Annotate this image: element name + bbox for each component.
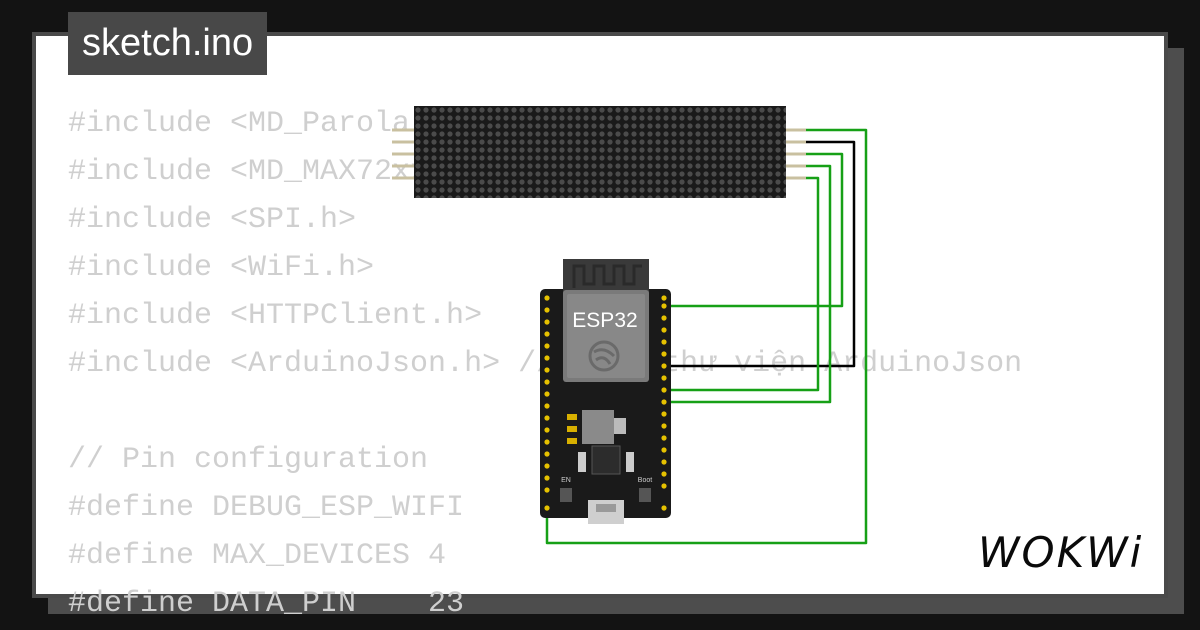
wire-cs <box>664 164 832 404</box>
matrix-left-pins <box>392 128 414 180</box>
boot-label: Boot <box>638 477 652 484</box>
project-card[interactable]: #include <MD_Parola.h>#include <MD_MAX72… <box>32 32 1168 621</box>
code-line: // Pin configuration <box>68 443 429 477</box>
code-line: #define MAX_DEVICES 4 <box>68 539 447 573</box>
antenna <box>563 259 649 293</box>
wire-vcc <box>545 128 868 545</box>
code-line: #include <HTTPClient.h> <box>68 299 483 333</box>
wire-din <box>664 152 844 308</box>
esp32-board[interactable]: ESP32 EN Boot <box>540 259 671 524</box>
en-label: EN <box>561 477 571 484</box>
led-matrix[interactable] <box>392 106 806 198</box>
circuit-diagram: ESP32 EN Boot <box>392 106 868 545</box>
espressif-icon <box>588 340 620 372</box>
esp32-label: ESP32 <box>572 309 637 332</box>
wokwi-logo: WOKWi <box>978 528 1144 577</box>
matrix-right-pins <box>786 128 806 180</box>
code-line: #define DEBUG_ESP_WIFI <box>68 491 465 525</box>
en-button[interactable] <box>560 488 572 502</box>
code-line: #include <SPI.h> <box>68 203 357 237</box>
left-pin-header <box>544 295 550 511</box>
wire-gnd <box>664 140 856 368</box>
right-pin-header <box>661 295 667 511</box>
file-name-tab[interactable]: sketch.ino <box>68 12 268 75</box>
code-line: #include <WiFi.h> <box>68 251 375 285</box>
code-line: #define DATA_PIN 23 <box>68 587 465 621</box>
code-preview: #include <MD_Parola.h>#include <MD_MAX72… <box>68 100 1022 628</box>
wire-clk <box>664 176 820 392</box>
boot-button[interactable] <box>639 488 651 502</box>
wires <box>545 128 868 545</box>
